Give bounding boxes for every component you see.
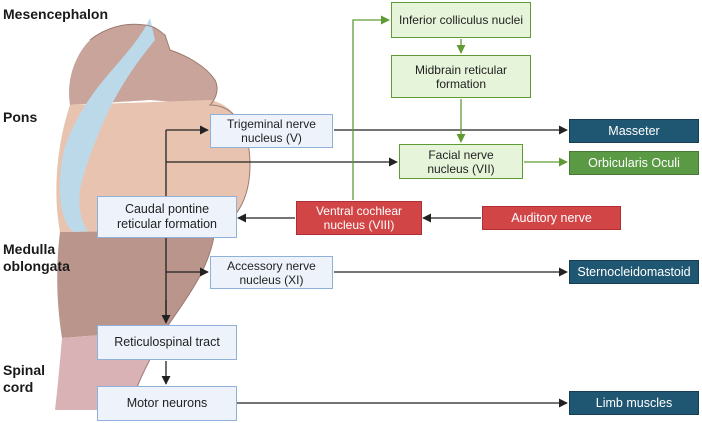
node-trigeminal: Trigeminal nerve nucleus (V) (210, 114, 333, 148)
node-inferior-colliculus: Inferior colliculus nuclei (391, 2, 531, 38)
node-caudal-pontine: Caudal pontine reticular formation (97, 196, 237, 238)
node-midbrain-reticular: Midbrain reticular formation (391, 55, 531, 98)
region-label-medulla: Medulla oblongata (3, 241, 70, 274)
medulla-tissue (57, 230, 215, 338)
green-connectors (352, 15, 568, 200)
black-connectors (161, 125, 568, 408)
node-reticulospinal: Reticulospinal tract (97, 325, 237, 360)
node-ventral-cochlear: Ventral cochlear nucleus (VIII) (296, 201, 422, 235)
muscle-sternocleidomastoid: Sternocleidomastoid (569, 260, 699, 284)
arrow-ventral-to-inferior-colliculus (352, 15, 390, 200)
region-label-pons: Pons (3, 109, 38, 125)
fourth-ventricle (59, 18, 156, 232)
muscle-orbicularis-oculi: Orbicularis Oculi (569, 151, 699, 175)
node-facial: Facial nerve nucleus (VII) (399, 144, 523, 179)
brainstem-outline (89, 23, 251, 411)
muscle-limb: Limb muscles (569, 391, 699, 415)
node-accessory: Accessory nerve nucleus (XI) (210, 256, 333, 289)
node-auditory-nerve: Auditory nerve (482, 206, 621, 230)
region-label-spinal-cord: Spinal cord (3, 362, 46, 395)
region-label-mesencephalon: Mesencephalon (3, 6, 109, 22)
muscle-masseter: Masseter (569, 119, 699, 143)
node-motor-neurons: Motor neurons (97, 386, 237, 421)
